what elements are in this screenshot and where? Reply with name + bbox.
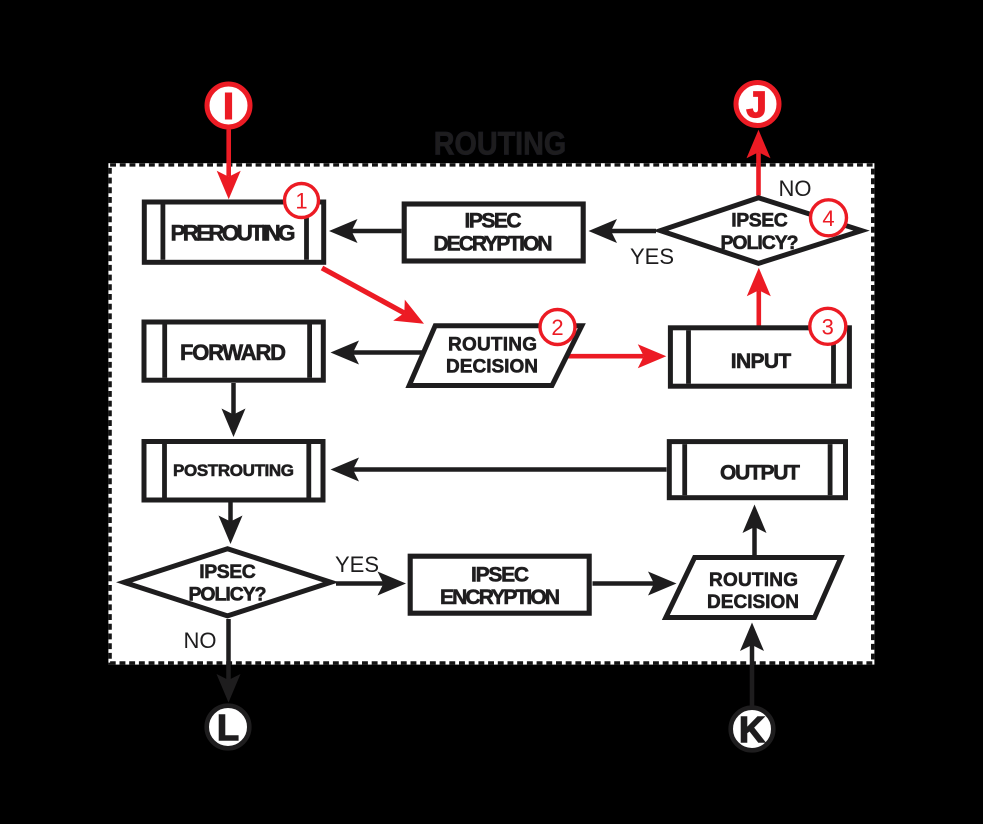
svg-text:ENCRYPTION: ENCRYPTION: [440, 586, 560, 609]
svg-text:FORWARD: FORWARD: [180, 340, 286, 365]
svg-text:2: 2: [551, 315, 563, 340]
svg-text:J: J: [746, 84, 766, 125]
svg-text:IPSEC: IPSEC: [471, 564, 529, 587]
svg-text:YES: YES: [630, 244, 674, 269]
svg-text:IPSEC: IPSEC: [465, 210, 522, 233]
svg-text:1: 1: [295, 189, 307, 214]
svg-text:PREROUTING: PREROUTING: [171, 221, 296, 246]
svg-text:NO: NO: [779, 176, 812, 201]
svg-text:DECRYPTION: DECRYPTION: [434, 233, 553, 256]
svg-text:ROUTING: ROUTING: [709, 570, 798, 591]
svg-text:OUTPUT: OUTPUT: [720, 462, 800, 485]
svg-text:4: 4: [822, 206, 834, 231]
svg-text:POLICY?: POLICY?: [189, 584, 267, 606]
svg-text:ROUTING: ROUTING: [434, 126, 567, 162]
svg-text:3: 3: [822, 314, 834, 339]
svg-text:YES: YES: [335, 552, 379, 577]
svg-text:DECISION: DECISION: [446, 357, 538, 378]
svg-text:POSTROUTING: POSTROUTING: [173, 461, 294, 480]
svg-text:NO: NO: [184, 628, 217, 653]
svg-text:IPSEC: IPSEC: [731, 210, 788, 232]
svg-text:DECISION: DECISION: [707, 592, 799, 613]
svg-text:ROUTING: ROUTING: [448, 335, 537, 356]
svg-text:IPSEC: IPSEC: [199, 561, 256, 583]
svg-text:I: I: [223, 86, 233, 127]
svg-text:L: L: [217, 707, 239, 748]
svg-text:K: K: [739, 709, 765, 750]
svg-text:POLICY?: POLICY?: [721, 232, 799, 254]
svg-text:INPUT: INPUT: [731, 350, 792, 373]
